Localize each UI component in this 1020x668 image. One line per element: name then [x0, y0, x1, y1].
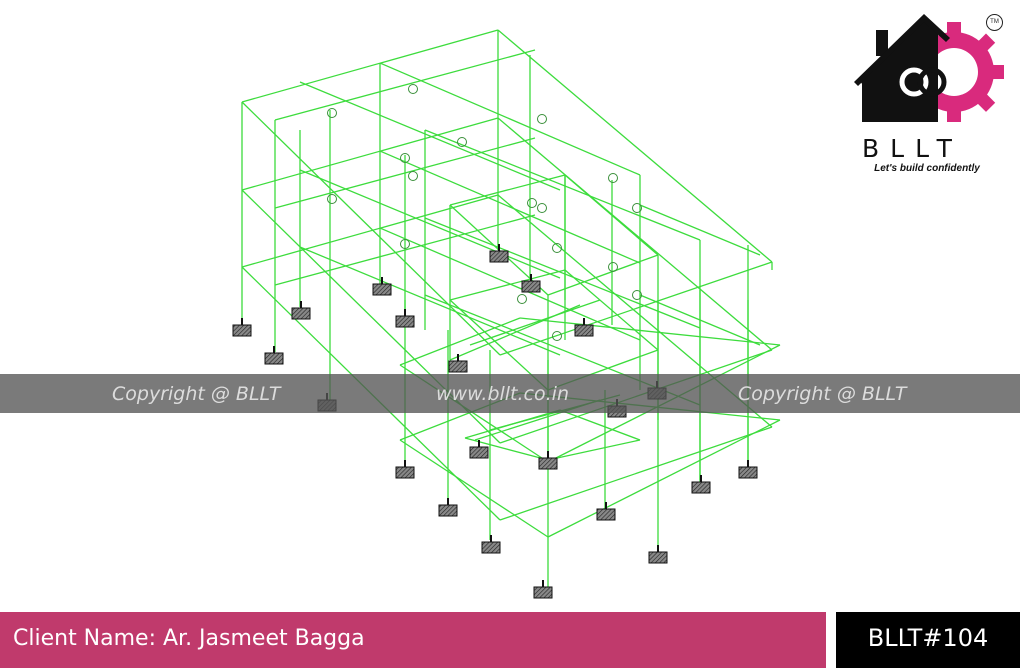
bllt-logo [854, 14, 1004, 122]
project-id-bar: BLLT#104 [836, 612, 1020, 668]
house-icon [854, 14, 950, 122]
beam-grid [424, 217, 701, 329]
footing-support [538, 451, 558, 470]
slope-member [639, 204, 761, 256]
beam-grid [299, 169, 561, 279]
footing-support [395, 309, 415, 328]
beam-grid [299, 81, 561, 191]
frame-node [552, 243, 562, 253]
footing-support [232, 318, 252, 337]
beam-grid [274, 49, 536, 121]
watermark-copyright-right: Copyright @ BLLT [738, 383, 907, 405]
trademark-mark: TM [986, 14, 1003, 31]
client-name-label: Client Name: Ar. Jasmeet Bagga [13, 626, 365, 651]
frame-node [327, 194, 337, 204]
footing-support [521, 274, 541, 293]
beam-level-2 [497, 117, 773, 351]
frame-node [552, 331, 562, 341]
core-box-bottom [559, 409, 641, 441]
beam-front-level-1 [519, 317, 781, 346]
client-name-bar: Client Name: Ar. Jasmeet Bagga [0, 612, 826, 668]
beam-front-level-2 [399, 439, 549, 538]
beam-front-level-2 [547, 419, 781, 538]
logo-wordmark: BLLT [862, 134, 963, 163]
project-id-label: BLLT#104 [867, 624, 989, 652]
core-box-mid [449, 269, 566, 301]
beam-level-1 [241, 29, 499, 103]
frame-node [537, 114, 547, 124]
footing-support [395, 460, 415, 479]
beam-level-3 [241, 194, 499, 268]
frame-members [241, 29, 781, 590]
footing-support [738, 460, 758, 479]
footing-support [469, 440, 489, 459]
beam-grid [424, 129, 701, 241]
frame-node [608, 173, 618, 183]
beam-grid [379, 62, 641, 176]
core-box-top [547, 254, 659, 296]
slope-member [639, 294, 761, 346]
watermark-band: Copyright @ BLLT www.bllt.co.in Copyrigh… [0, 374, 1020, 413]
logo-tagline: Let's build confidently [874, 163, 980, 174]
frame-node [632, 290, 642, 300]
frame-supports [232, 244, 758, 599]
core-box-mid [564, 269, 659, 351]
footing-support [448, 354, 468, 373]
watermark-copyright-left: Copyright @ BLLT [112, 383, 281, 405]
beam-level-2 [241, 117, 499, 191]
frame-nodes [327, 84, 642, 341]
beam-front-level-1 [399, 317, 521, 366]
footing-support [533, 580, 553, 599]
footing-support [648, 545, 668, 564]
footing-support [489, 244, 509, 263]
frame-node [537, 203, 547, 213]
frame-node [408, 171, 418, 181]
beam-grid [379, 150, 641, 264]
watermark-website: www.bllt.co.in [436, 383, 569, 405]
beam-level-3 [499, 426, 773, 521]
frame-node [517, 294, 527, 304]
frame-node [608, 262, 618, 272]
link-rings-icon [899, 67, 947, 97]
frame-node [632, 203, 642, 213]
core-box-top [449, 174, 566, 206]
beam-level-1 [497, 29, 773, 263]
footing-support [596, 502, 616, 521]
frame-node [527, 198, 537, 208]
footing-support [691, 475, 711, 494]
frame-node [327, 108, 337, 118]
beam-level-1 [499, 261, 773, 356]
footing-support [438, 498, 458, 517]
footing-support [372, 277, 392, 296]
core-box-bottom [547, 439, 641, 461]
frame-node [408, 84, 418, 94]
frame-node [400, 239, 410, 249]
footing-support [264, 346, 284, 365]
core-box-top [564, 174, 659, 256]
footing-support [291, 301, 311, 320]
beam-grid [299, 246, 561, 356]
stair-flight [469, 299, 601, 346]
footing-support [481, 535, 501, 554]
frame-node [457, 137, 467, 147]
frame-node [400, 153, 410, 163]
footing-support [574, 318, 594, 337]
